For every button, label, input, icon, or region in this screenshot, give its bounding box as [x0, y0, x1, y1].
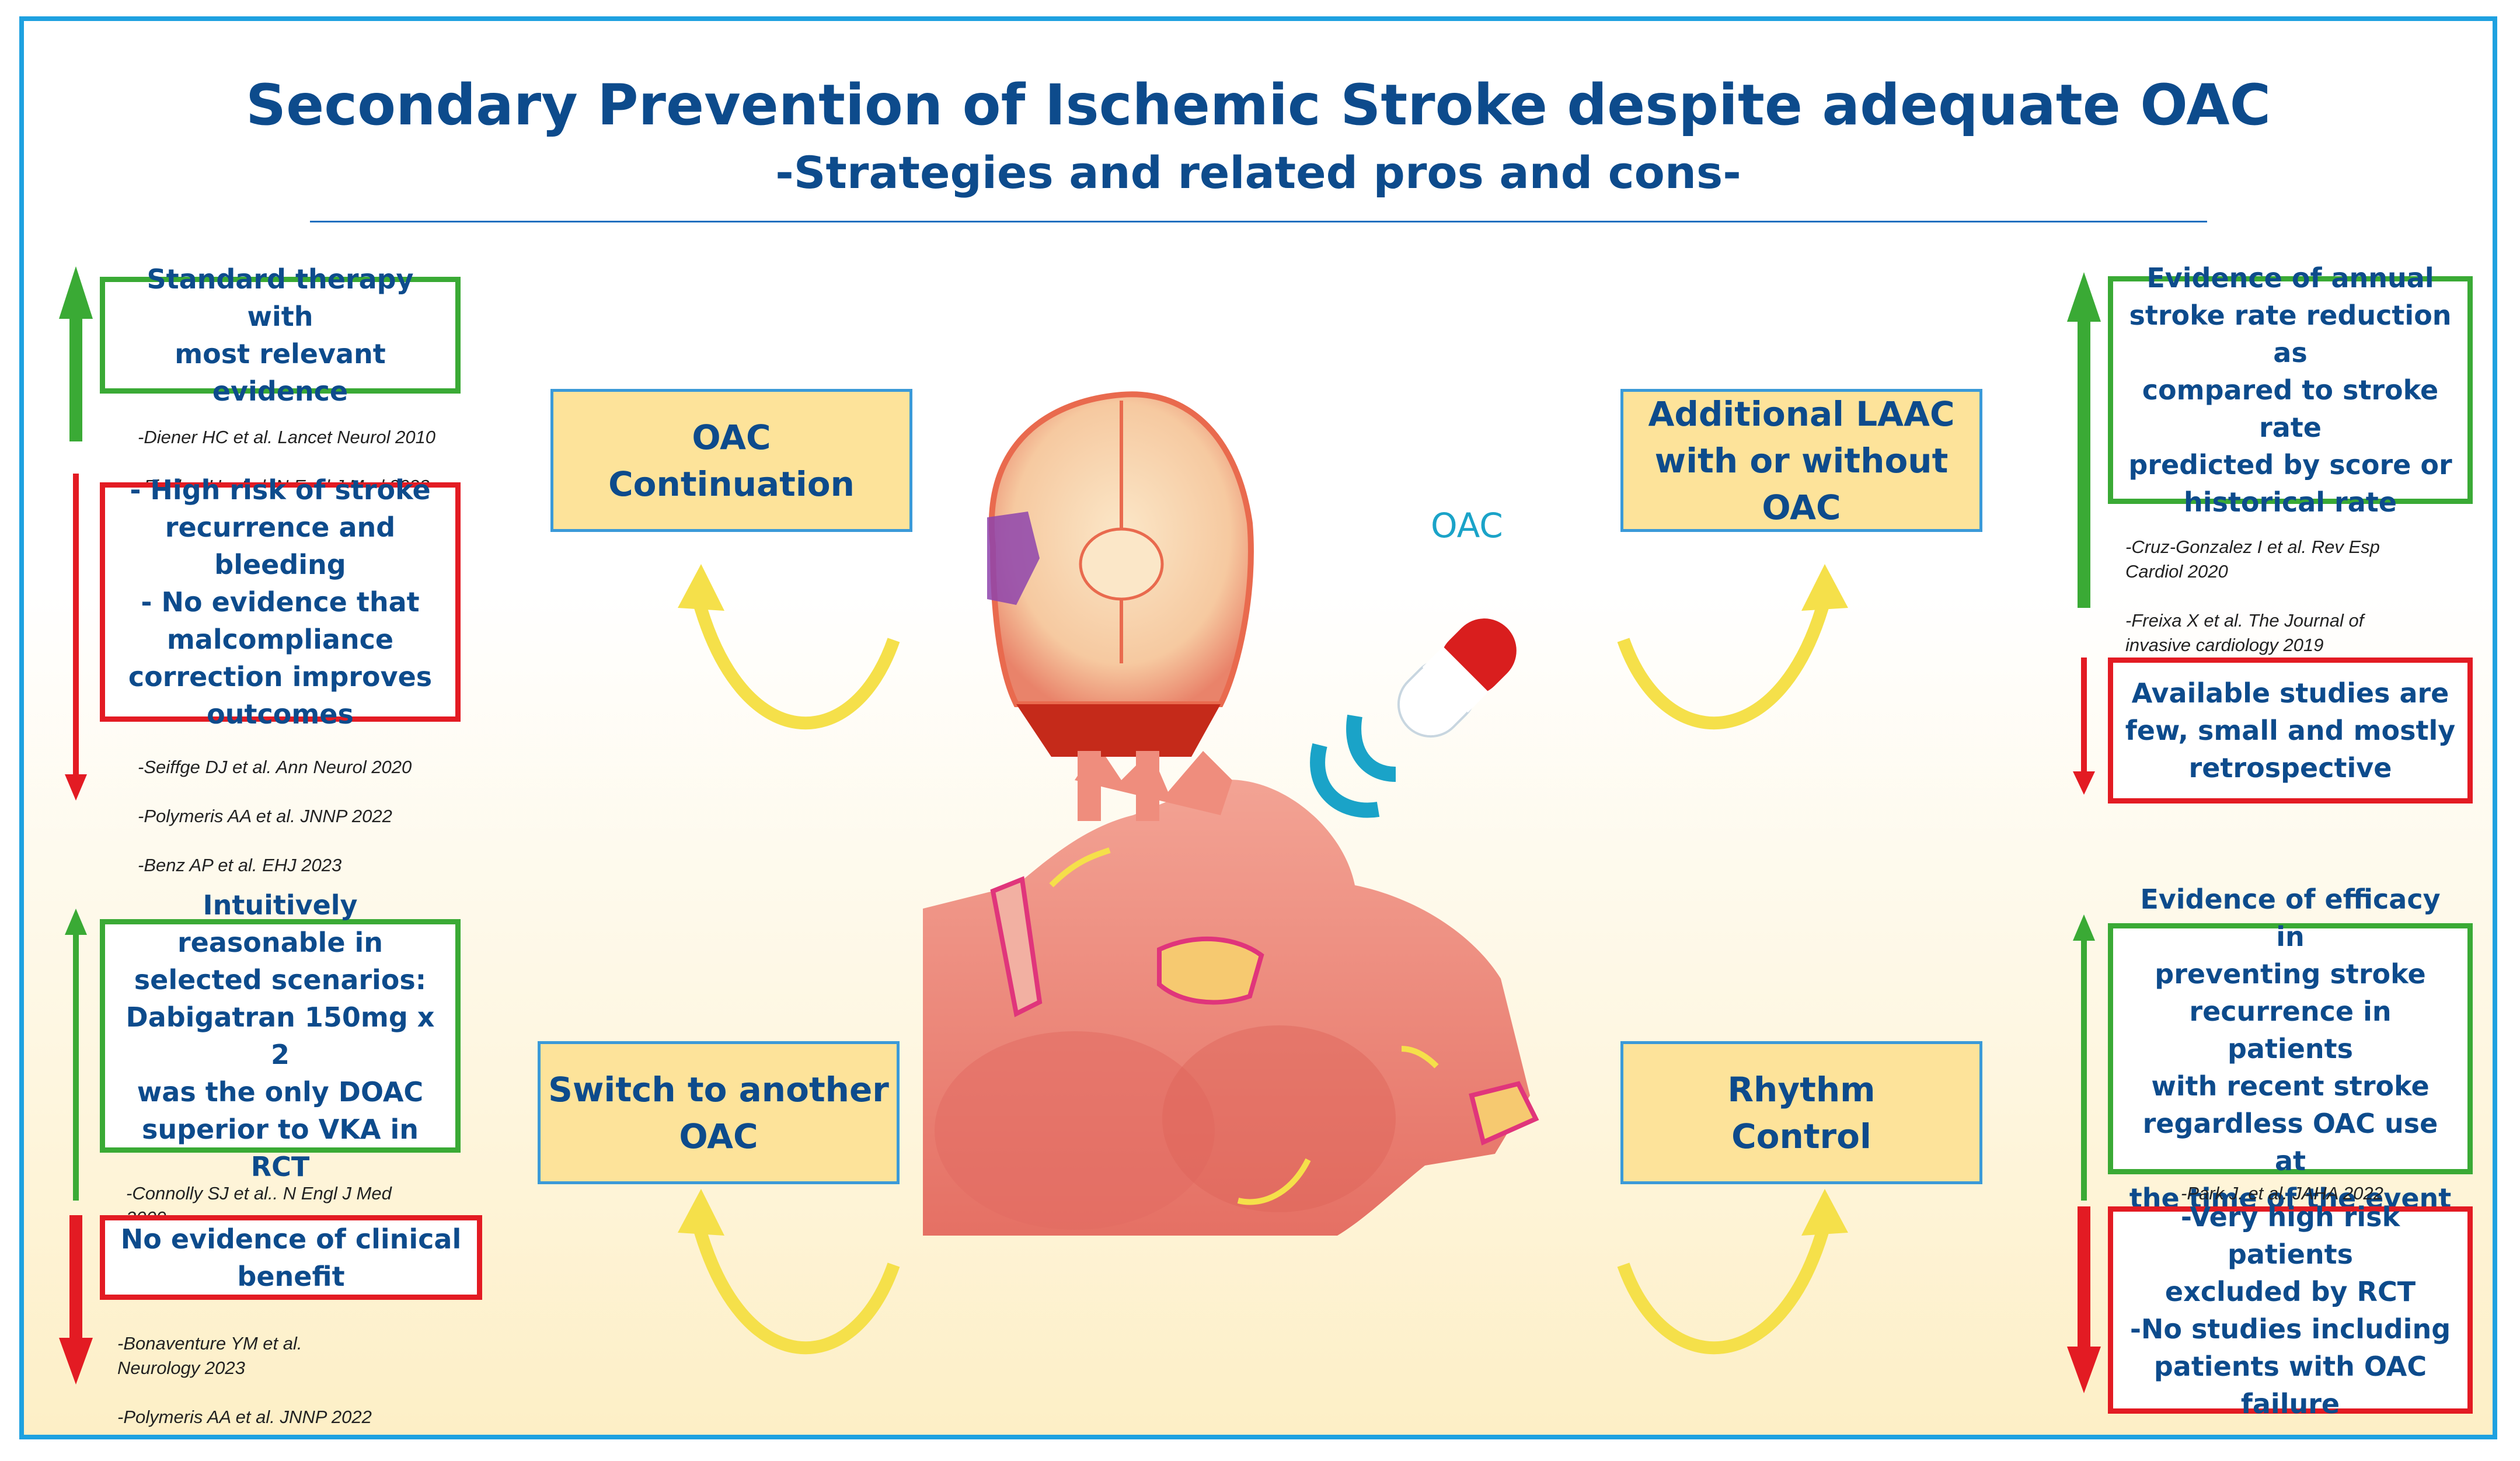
curved-arrow-icon [1617, 564, 1848, 730]
con-box-rhythm-control: -Very high risk patients excluded by RCT… [2108, 1201, 2473, 1420]
con-box-oac-continuation: - High risk of stroke recurrence and ble… [100, 474, 461, 730]
references-laac-pro: -Cruz-Gonzalez I et al. Rev Esp Cardiol … [2125, 510, 2380, 682]
curved-arrow-icon [1617, 1189, 1848, 1355]
reference: -Bonaventure YM et al. Neurology 2023 [117, 1333, 302, 1378]
pro-box-laac: Evidence of annual stroke rate reduction… [2108, 262, 2473, 518]
reference: -Freixa X et al. The Journal of invasive… [2125, 610, 2364, 655]
reference: -Seiffge DJ et al. Ann Neurol 2020 [138, 757, 412, 777]
pro-box-switch-oac: Intuitively reasonable in selected scena… [100, 889, 461, 1182]
page-subtitle: -Strategies and related pros and cons- [775, 147, 1741, 199]
up-arrow-icon [2067, 272, 2101, 608]
pill-icon [1310, 618, 1517, 818]
brain-illustration [987, 391, 1254, 821]
title-divider [310, 221, 2207, 222]
con-box-switch-oac: No evidence of clinical benefit [100, 1215, 482, 1300]
reference: -Cruz-Gonzalez I et al. Rev Esp Cardiol … [2125, 537, 2380, 582]
reference: -Polymeris AA et al. JNNP 2022 [138, 806, 392, 826]
oac-label: OAC [1431, 506, 1503, 545]
con-box-laac: Available studies are few, small and mos… [2108, 658, 2473, 803]
strategy-switch-oac: Switch to another OAC [538, 1041, 900, 1184]
infographic-frame: Secondary Prevention of Ischemic Stroke … [19, 16, 2497, 1439]
page-title: Secondary Prevention of Ischemic Stroke … [245, 72, 2271, 138]
down-arrow-icon [2073, 658, 2095, 795]
heart-illustration [923, 745, 1539, 1236]
curved-arrow-icon [678, 564, 900, 730]
strategy-rhythm-control: Rhythm Control [1620, 1041, 1982, 1184]
references-switch-oac-con: -Bonaventure YM et al. Neurology 2023 -P… [117, 1307, 372, 1435]
pro-box-rhythm-control: Evidence of efficacy in preventing strok… [2108, 883, 2473, 1214]
references-oac-continuation-con: -Seiffge DJ et al. Ann Neurol 2020 -Poly… [138, 730, 412, 902]
illustration-layer [59, 266, 2101, 1393]
reference: -Park J. et al. JAHA 2022 [2181, 1183, 2383, 1203]
down-arrow-icon [59, 1215, 93, 1385]
up-arrow-icon [65, 909, 87, 1201]
down-arrow-icon [65, 474, 87, 801]
reference: -Diener HC et al. Lancet Neurol 2010 [138, 427, 436, 447]
down-arrow-icon [2067, 1206, 2101, 1393]
reference: -Polymeris AA et al. JNNP 2022 [117, 1407, 372, 1427]
strategy-laac: Additional LAAC with or without OAC [1620, 389, 1982, 532]
reference: -Benz AP et al. EHJ 2023 [138, 855, 342, 875]
references-rhythm-control-pro: -Park J. et al. JAHA 2022 [2181, 1157, 2383, 1230]
up-arrow-icon [2073, 914, 2095, 1201]
strategy-oac-continuation: OAC Continuation [550, 389, 912, 532]
pro-box-oac-continuation: Standard therapy with most relevant evid… [100, 263, 461, 407]
curved-arrow-icon [678, 1189, 900, 1355]
up-arrow-icon [59, 266, 93, 441]
